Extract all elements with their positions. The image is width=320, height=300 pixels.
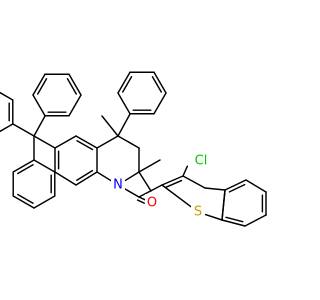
thiophene-double-bond: [165, 179, 183, 188]
trityl-phenyl-top-ring-double-bond: [66, 78, 78, 95]
thiophene-c2-c3-bond: [161, 175, 184, 186]
trityl-phenyl-bottom-ring-double-bond: [17, 163, 34, 175]
trityl-phenyl-bottom-ring-bond: [12, 195, 35, 209]
carbonyl-double-bond: [136, 199, 145, 204]
thiophene-c3a-c3a-bond: [204, 187, 226, 191]
trityl-phenyl-top-ring-bond: [32, 94, 46, 117]
benzothiophene-benzo-ring-bond: [244, 214, 267, 227]
core-benzo-ring-bond: [75, 135, 98, 149]
chlorine-atom: Cl: [191, 152, 211, 169]
carbonyl-double-bond: [138, 196, 147, 201]
bond-layer: [0, 71, 267, 227]
c4-phenyl-bond: [117, 113, 131, 137]
trityl-phenyl-bottom-ring-bond: [33, 195, 56, 209]
c3-c4-bond: [117, 135, 140, 149]
core-benzo-ring-bond: [75, 171, 98, 186]
c4-phenyl-ring-bond: [153, 71, 167, 94]
n-c8a-bond: [96, 171, 113, 183]
structure-canvas: N O Cl S: [0, 71, 267, 227]
trityl-phenyl-top-ring-bond: [32, 73, 46, 96]
core-benzo-ring-bond: [54, 135, 77, 149]
trityl-phenyl-top-ring-bond: [68, 94, 82, 117]
core-benzo-ring-double-bond: [76, 139, 94, 151]
thiophene-ring-fusion-bond: [221, 189, 226, 221]
c4-methyl-bond: [101, 115, 119, 137]
c4-phenyl-ring-bond: [153, 92, 167, 115]
molecule-structure: N O Cl S: [0, 71, 267, 227]
c4-phenyl-ring-bond: [117, 71, 131, 94]
benzothiophene-benzo-ring-bond: [224, 179, 247, 191]
trityl-phenyl-top-ring-bond: [68, 73, 82, 96]
c4-phenyl-ring-double-bond: [121, 76, 133, 93]
c4-phenyl-ring-bond: [117, 92, 131, 115]
c3-chlorine-bond: [182, 165, 189, 177]
core-benzo-ring-bond: [54, 171, 77, 186]
trityl-phenyl-top-bond: [33, 115, 46, 137]
c4-phenyl-ring-double-bond: [151, 76, 163, 93]
thiophene-c3-c3a-bond: [182, 175, 206, 189]
oxygen-atom: O: [145, 194, 159, 211]
carbonyl-thiophene-bond: [138, 184, 163, 198]
thiophene-s-c7a-bond: [204, 213, 223, 221]
core-benzo-ring-double-bond: [76, 169, 94, 181]
nitrogen-label: N: [113, 178, 123, 193]
c2-methyl-bond: [138, 159, 161, 173]
trityl-phenyl-left-ring-bond: [0, 123, 14, 133]
trityl-phenyl-bottom-ring-bond: [12, 159, 35, 173]
trityl-phenyl-left-ring-bond: [0, 91, 14, 101]
trityl-phenyl-left-bond: [12, 123, 35, 137]
thiophene-c2-s-bond: [161, 184, 193, 208]
chlorine-label: Cl: [195, 154, 208, 169]
n-c2-bond: [123, 171, 140, 183]
atom-label-layer: N O Cl S: [111, 152, 211, 220]
benzothiophene-benzo-ring-double-bond: [228, 183, 246, 193]
sulfur-label: S: [194, 205, 202, 220]
benzothiophene-benzo-ring-double-bond: [225, 216, 244, 223]
nitrogen-atom: N: [111, 176, 125, 193]
trityl-phenyl-top-ring-double-bond: [36, 78, 48, 95]
c4-c4a-bond: [96, 135, 119, 149]
n-carbonyl-bond: [123, 187, 140, 198]
oxygen-label: O: [147, 196, 157, 211]
trityl-phenyl-bottom-ring-bond: [33, 159, 56, 173]
c6-trityl-bond: [33, 135, 56, 149]
benzothiophene-benzo-ring-bond: [245, 179, 267, 193]
c2-methyl-bond: [138, 171, 152, 192]
benzothiophene-benzo-ring-bond: [221, 219, 246, 227]
trityl-phenyl-bottom-ring-double-bond: [17, 193, 34, 205]
sulfur-atom: S: [191, 203, 205, 220]
